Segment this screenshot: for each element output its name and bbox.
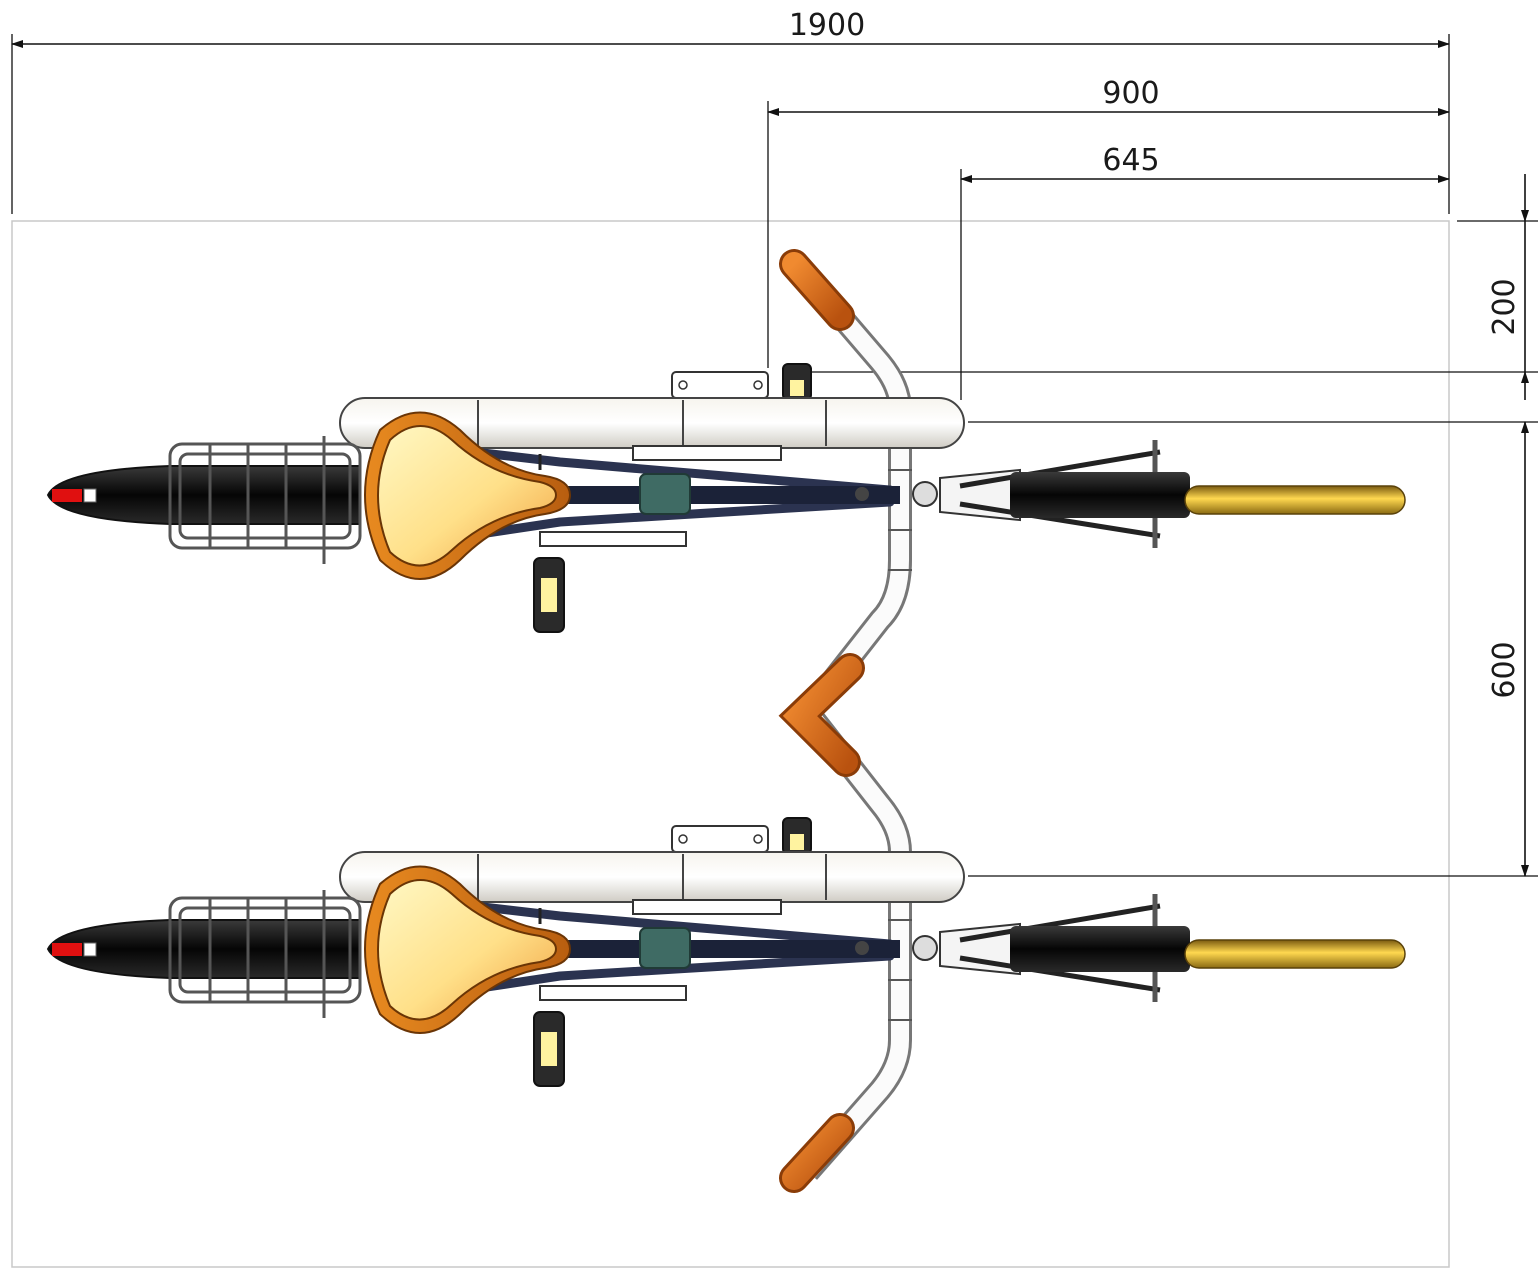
dimension-rack-offset: 645 (960, 143, 1450, 400)
grip-middle (778, 653, 865, 777)
dimension-top-clearance: 200 (808, 174, 1538, 400)
saddle (364, 411, 572, 580)
dimension-label-900: 900 (1102, 76, 1159, 111)
bicycle-top (46, 363, 1406, 633)
dimension-label-600: 600 (1487, 641, 1522, 698)
dimension-bike-spacing: 600 (968, 421, 1538, 877)
rear-reflector (52, 489, 82, 502)
grip-bottom (779, 1113, 855, 1193)
dimension-label-200: 200 (1487, 278, 1522, 335)
front-tire (1010, 472, 1190, 518)
grip-top (779, 249, 855, 331)
rear-rack (168, 436, 362, 564)
dimension-overall-length: 1900 (11, 8, 1450, 214)
dimension-label-overall: 1900 (789, 8, 865, 43)
dimension-label-645: 645 (1102, 143, 1159, 178)
dimension-handlebar-offset: 900 (767, 76, 1450, 368)
bicycle-bottom (48, 818, 1405, 1086)
parking-area-frame (11, 220, 1450, 1268)
